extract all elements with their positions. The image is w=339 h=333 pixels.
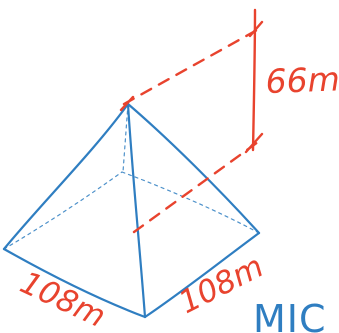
pyramid-hidden-apex-edge <box>122 103 129 173</box>
pyramid-base-front-right <box>143 231 261 319</box>
pyramid-edge-right <box>126 102 261 235</box>
pyramid-base-back-left <box>3 171 123 250</box>
pyramid-base-back-right <box>121 171 260 234</box>
height-tick-bottom <box>244 132 264 154</box>
height-bar <box>251 8 257 152</box>
pyramid-edge-front <box>126 102 147 319</box>
pyramid-base-front-left <box>2 247 147 319</box>
watermark: MIC <box>253 297 327 333</box>
height-top-projection <box>122 28 259 106</box>
height-tick-top <box>248 20 264 38</box>
apex-marker <box>119 95 135 112</box>
pyramid-hidden-edges <box>3 103 260 250</box>
height-label: 66m <box>265 59 339 101</box>
height-dimension <box>119 8 264 234</box>
height-bottom-projection <box>132 140 260 234</box>
pyramid <box>2 102 261 319</box>
pyramid-edge-left <box>2 102 130 251</box>
base-left-label: 108m <box>15 265 111 333</box>
